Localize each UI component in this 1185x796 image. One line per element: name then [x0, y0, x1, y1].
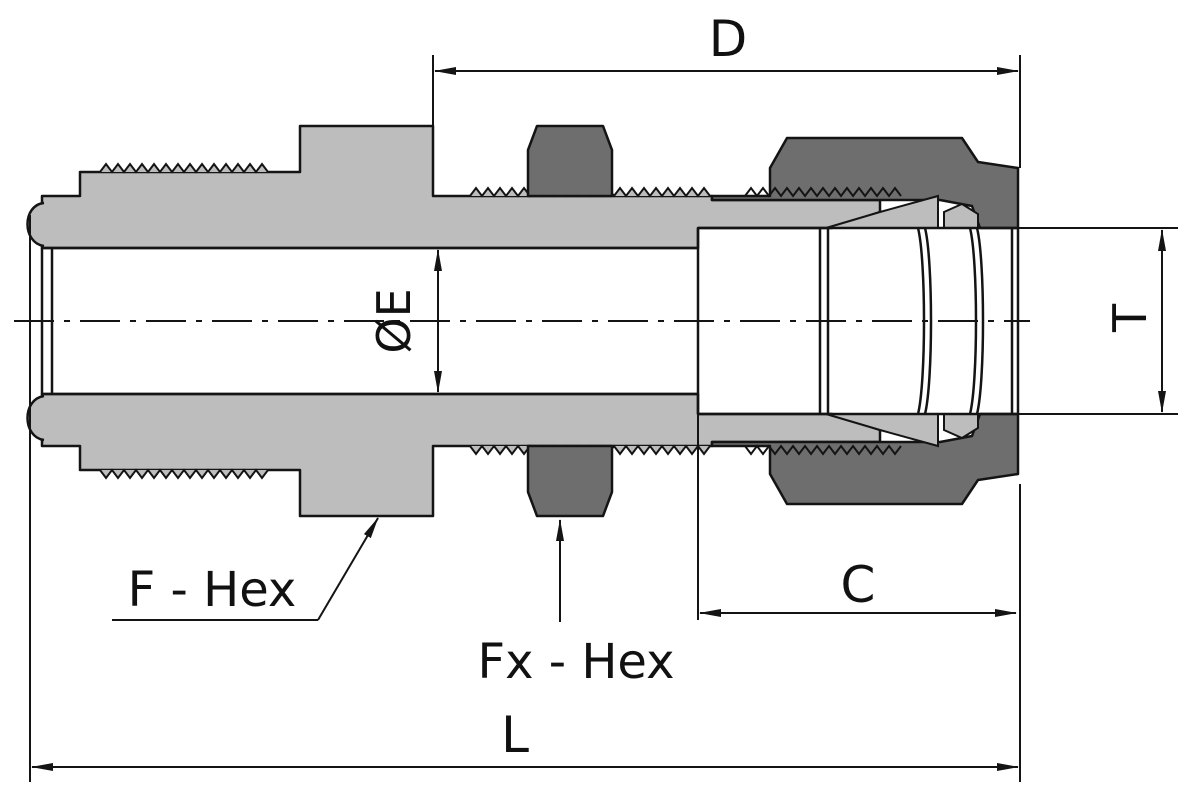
dimension-l-label: L [501, 706, 529, 764]
fx-hex-nut-upper [526, 124, 614, 198]
body-left-end-upper [26, 201, 45, 248]
dimension-c [697, 414, 1017, 620]
nut-thread-upper [744, 186, 902, 198]
thread-upper-left [99, 162, 269, 174]
fx-hex-label: Fx - Hex [477, 634, 674, 690]
thread-lower-left [99, 468, 269, 480]
dimension-d-label: D [709, 10, 748, 68]
dimension-t-label: T [1103, 303, 1157, 333]
dimension-e-label: ØE [367, 288, 421, 353]
body-lower [40, 392, 882, 518]
f-hex-label: F - Hex [128, 562, 297, 618]
back-ferrule-lower [943, 413, 979, 440]
f-hex-leader [112, 517, 379, 621]
dimension-c-label: C [841, 556, 876, 614]
body-left-end-lower [26, 394, 45, 442]
fx-hex-nut-lower [526, 444, 614, 518]
dimension-t [1018, 227, 1178, 415]
dimension-l [29, 215, 1021, 782]
dimension-d [432, 55, 1021, 168]
nut-thread-lower [744, 444, 902, 456]
back-ferrule-upper [943, 202, 979, 229]
body-upper [40, 124, 882, 250]
